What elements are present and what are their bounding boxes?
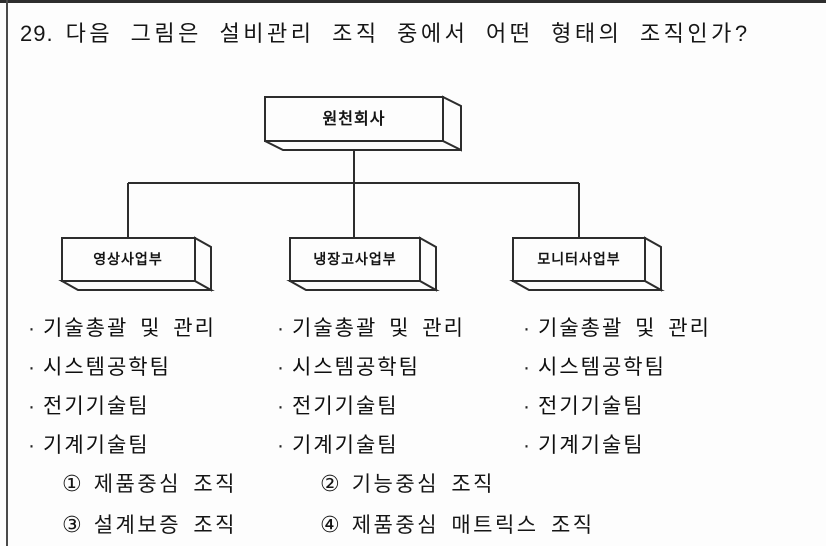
left-border-line bbox=[6, 0, 8, 546]
top-border-line bbox=[0, 0, 826, 3]
list-item: · 기계기술팀 bbox=[523, 426, 711, 465]
list-item: · 시스템공학팀 bbox=[28, 348, 216, 387]
team-name: 기계기술팀 bbox=[538, 434, 645, 457]
bullet-dot: · bbox=[28, 434, 37, 457]
team-name: 전기기술팀 bbox=[292, 395, 399, 418]
bullet-dot: · bbox=[28, 395, 37, 418]
team-name: 기술총괄 및 관리 bbox=[43, 317, 216, 340]
team-list-video: · 기술총괄 및 관리 · 시스템공학팀 · 전기기술팀 · 기계기술팀 bbox=[28, 309, 216, 465]
list-item: · 기계기술팀 bbox=[277, 426, 465, 465]
org-chart-diagram: 원천회사 영상사업부 냉장고사업부 모니터사업부 bbox=[58, 95, 665, 292]
root-company-box: 원천회사 bbox=[264, 95, 462, 152]
bullet-dot: · bbox=[523, 434, 532, 457]
root-company-label: 원천회사 bbox=[323, 109, 386, 128]
option-3: ③ 설계보증 조직 bbox=[62, 509, 320, 539]
list-item: · 전기기술팀 bbox=[277, 387, 465, 426]
bullet-dot: · bbox=[28, 356, 37, 379]
root-box-front-face bbox=[264, 96, 444, 142]
list-item: · 기술총괄 및 관리 bbox=[28, 309, 216, 348]
bullet-dot: · bbox=[523, 395, 532, 418]
team-list-monitor: · 기술총괄 및 관리 · 시스템공학팀 · 전기기술팀 · 기계기술팀 bbox=[523, 309, 711, 465]
team-name: 기술총괄 및 관리 bbox=[292, 317, 465, 340]
question-number: 29. bbox=[20, 21, 54, 46]
bullet-dot: · bbox=[28, 317, 37, 340]
option-1: ① 제품중심 조직 bbox=[62, 468, 320, 498]
option-4-marker: ④ bbox=[320, 511, 340, 537]
option-2: ② 기능중심 조직 bbox=[320, 468, 595, 498]
option-4-label: 제품중심 매트릭스 조직 bbox=[351, 513, 595, 537]
team-name: 기계기술팀 bbox=[292, 434, 399, 457]
option-3-label: 설계보증 조직 bbox=[93, 513, 237, 537]
option-1-marker: ① bbox=[62, 470, 82, 496]
bullet-dot: · bbox=[277, 434, 286, 457]
list-item: · 기술총괄 및 관리 bbox=[523, 309, 711, 348]
question-title: 29. 다음 그림은 설비관리 조직 중에서 어떤 형태의 조직인가? bbox=[20, 16, 751, 48]
question-text: 다음 그림은 설비관리 조직 중에서 어떤 형태의 조직인가? bbox=[65, 21, 751, 46]
team-name: 기술총괄 및 관리 bbox=[538, 317, 711, 340]
bullet-dot: · bbox=[277, 356, 286, 379]
option-2-label: 기능중심 조직 bbox=[351, 472, 495, 496]
option-2-marker: ② bbox=[320, 470, 340, 496]
division-box-video: 영상사업부 bbox=[58, 236, 215, 292]
answer-options: ① 제품중심 조직 ② 기능중심 조직 ③ 설계보증 조직 ④ 제품중심 매트릭스 조직 bbox=[62, 462, 595, 544]
team-name: 시스템공학팀 bbox=[43, 356, 171, 379]
team-name: 전기기술팀 bbox=[538, 395, 645, 418]
division-label-monitor: 모니터사업부 bbox=[537, 251, 620, 267]
list-item: · 전기기술팀 bbox=[28, 387, 216, 426]
division-label-refrigerator: 냉장고사업부 bbox=[313, 251, 396, 267]
list-item: · 기계기술팀 bbox=[28, 426, 216, 465]
division-box-refrigerator: 냉장고사업부 bbox=[286, 236, 440, 292]
bullet-dot: · bbox=[277, 395, 286, 418]
option-3-marker: ③ bbox=[62, 511, 82, 537]
team-name: 시스템공학팀 bbox=[538, 356, 666, 379]
division-box-front-face bbox=[512, 237, 646, 282]
team-name: 전기기술팀 bbox=[43, 395, 150, 418]
division-box-monitor: 모니터사업부 bbox=[509, 236, 665, 292]
list-item: · 시스템공학팀 bbox=[277, 348, 465, 387]
option-1-label: 제품중심 조직 bbox=[93, 472, 237, 496]
bullet-dot: · bbox=[523, 317, 532, 340]
list-item: · 전기기술팀 bbox=[523, 387, 711, 426]
division-box-front-face bbox=[61, 237, 196, 282]
bullet-dot: · bbox=[277, 317, 286, 340]
team-list-refrigerator: · 기술총괄 및 관리 · 시스템공학팀 · 전기기술팀 · 기계기술팀 bbox=[277, 309, 465, 465]
bullet-dot: · bbox=[523, 356, 532, 379]
list-item: · 기술총괄 및 관리 bbox=[277, 309, 465, 348]
option-4: ④ 제품중심 매트릭스 조직 bbox=[320, 509, 595, 539]
team-name: 기계기술팀 bbox=[43, 434, 150, 457]
division-label-video: 영상사업부 bbox=[93, 251, 162, 267]
division-box-front-face bbox=[289, 237, 421, 282]
team-name: 시스템공학팀 bbox=[292, 356, 420, 379]
list-item: · 시스템공학팀 bbox=[523, 348, 711, 387]
